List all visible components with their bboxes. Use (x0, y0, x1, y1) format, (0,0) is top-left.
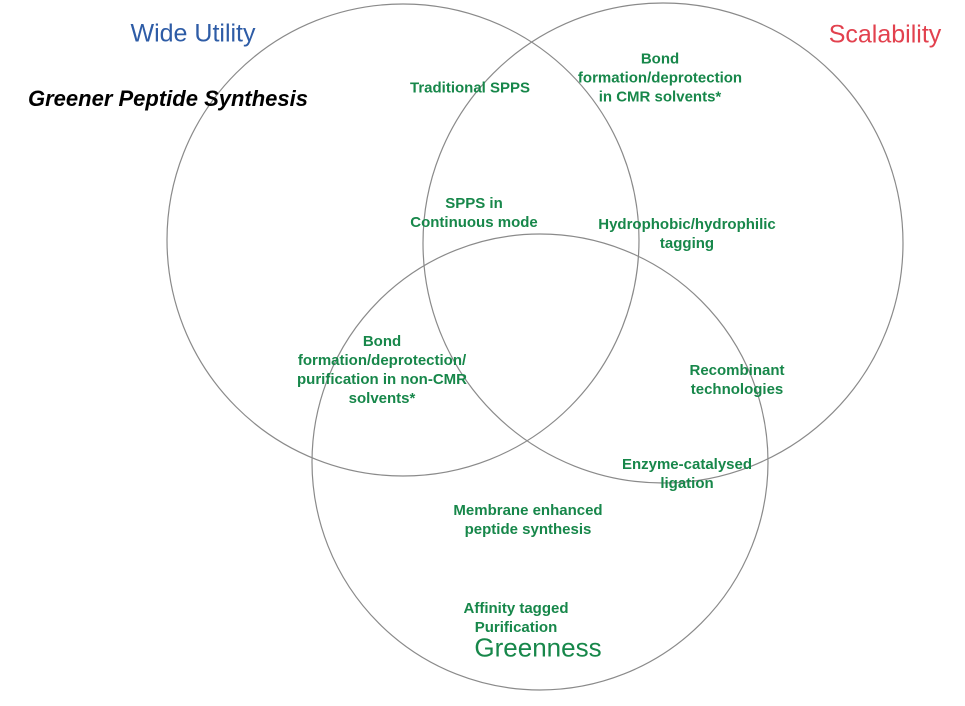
venn-item-hydrophobic-hydrophilic-tagging: Hydrophobic/hydrophilic tagging (598, 216, 776, 252)
scalability-circle (422, 2, 904, 484)
venn-item-enzyme-catalysed-ligation: Enzyme-catalysed ligation (621, 456, 753, 492)
set-label-greenness: Greenness (474, 632, 602, 663)
venn-item-bond-formation-non-cmr-solvents: Bond formation/deprotection/ purificatio… (297, 333, 467, 407)
wide-utility-circle (166, 3, 640, 477)
venn-item-traditional-spps: Traditional SPPS (409, 79, 531, 97)
slide-title: Greener Peptide Synthesis (28, 86, 308, 111)
venn-item-affinity-tagged-purification: Affinity tagged Purification (463, 600, 569, 636)
set-label-wide-utility: Wide Utility (130, 19, 256, 48)
venn-item-bond-formation-cmr-solvents: Bond formation/deprotection in CMR solve… (577, 50, 743, 106)
venn-item-spps-continuous-mode: SPPS in Continuous mode (410, 195, 538, 231)
venn-item-membrane-enhanced-peptide-synthesis: Membrane enhanced peptide synthesis (453, 502, 603, 538)
venn-item-recombinant-technologies: Recombinant technologies (689, 362, 785, 398)
set-label-scalability: Scalability (828, 20, 942, 49)
greenness-circle (311, 233, 769, 691)
